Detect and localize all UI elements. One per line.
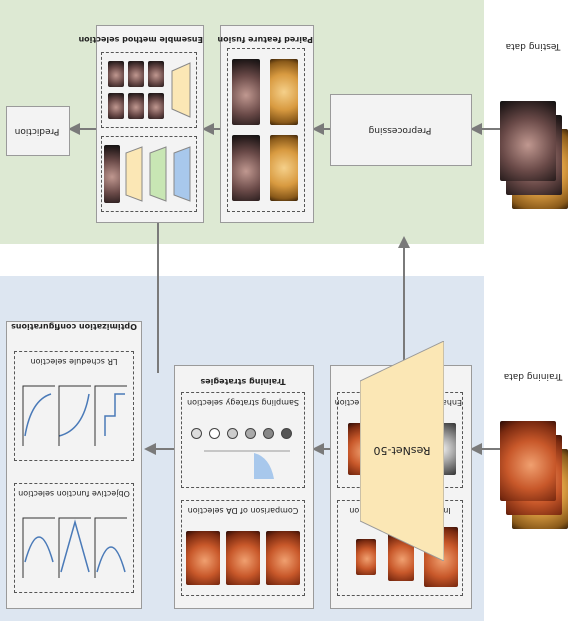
fusion-image-dark (232, 59, 260, 125)
ensemble-image (108, 93, 124, 119)
sample-circle (263, 428, 274, 439)
preprocessing-top-label: Preprocessing (368, 125, 432, 135)
da-comparison-group: Comparison of DA selection (181, 500, 305, 596)
training-image (500, 421, 556, 501)
da-image (226, 531, 260, 585)
paired-feature-fusion-title: Paired feature fusion (217, 35, 313, 44)
sample-circle (227, 428, 238, 439)
fusion-image-group (227, 48, 305, 212)
lr-schedule-curves (22, 385, 127, 446)
training-strategies-title: Training strategies (200, 377, 286, 386)
ensemble-panel: Ensemble method selection (78, 25, 204, 223)
lr-schedule-group: LR schedule selection (14, 351, 134, 461)
sample-circle (245, 428, 256, 439)
ensemble-group-a (101, 136, 197, 212)
sampling-diagram (204, 450, 290, 479)
preprocessing-top-box: Preprocessing (330, 94, 472, 166)
sample-circle (209, 428, 220, 439)
objective-function-title: Objective function selection (18, 489, 130, 498)
objective-function-group: Objective function selection (14, 483, 134, 593)
da-image (266, 531, 300, 585)
ensemble-image (148, 61, 164, 87)
optimization-title: Optimization configurations (11, 322, 137, 331)
fusion-image-yellow (270, 135, 298, 201)
prediction-box: Prediction (6, 106, 70, 156)
objective-function-curves (22, 517, 127, 578)
fusion-image-yellow (270, 59, 298, 125)
ensemble-image (148, 93, 164, 119)
prediction-label: Prediction (14, 126, 60, 136)
paired-feature-fusion-panel: Paired feature fusion (217, 25, 314, 223)
testing-data-label: Testing data (505, 41, 561, 51)
fusion-image-dark (232, 135, 260, 201)
sampling-strategy-group: Sampling strategy selection (181, 392, 305, 488)
sample-circle (281, 428, 292, 439)
training-strategies-panel: Training strategies Comparison of DA sel… (174, 365, 314, 609)
da-comparison-title: Comparison of DA selection (187, 506, 299, 515)
ensemble-models (125, 146, 191, 202)
ensemble-title: Ensemble method selection (78, 35, 203, 44)
ensemble-image (128, 93, 144, 119)
ensemble-group-b (101, 52, 197, 128)
ensemble-image (128, 61, 144, 87)
backbone-shape (360, 341, 444, 561)
sample-circle (191, 428, 202, 439)
ensemble-image (108, 61, 124, 87)
testing-image (500, 101, 556, 181)
da-image (186, 531, 220, 585)
lr-schedule-title: LR schedule selection (30, 357, 118, 366)
training-data-label: Training data (503, 371, 563, 381)
ensemble-image (104, 145, 120, 203)
backbone-label: ResNet-50 (373, 444, 431, 457)
ensemble-model (171, 62, 191, 118)
sampling-strategy-title: Sampling strategy selection (187, 398, 299, 407)
